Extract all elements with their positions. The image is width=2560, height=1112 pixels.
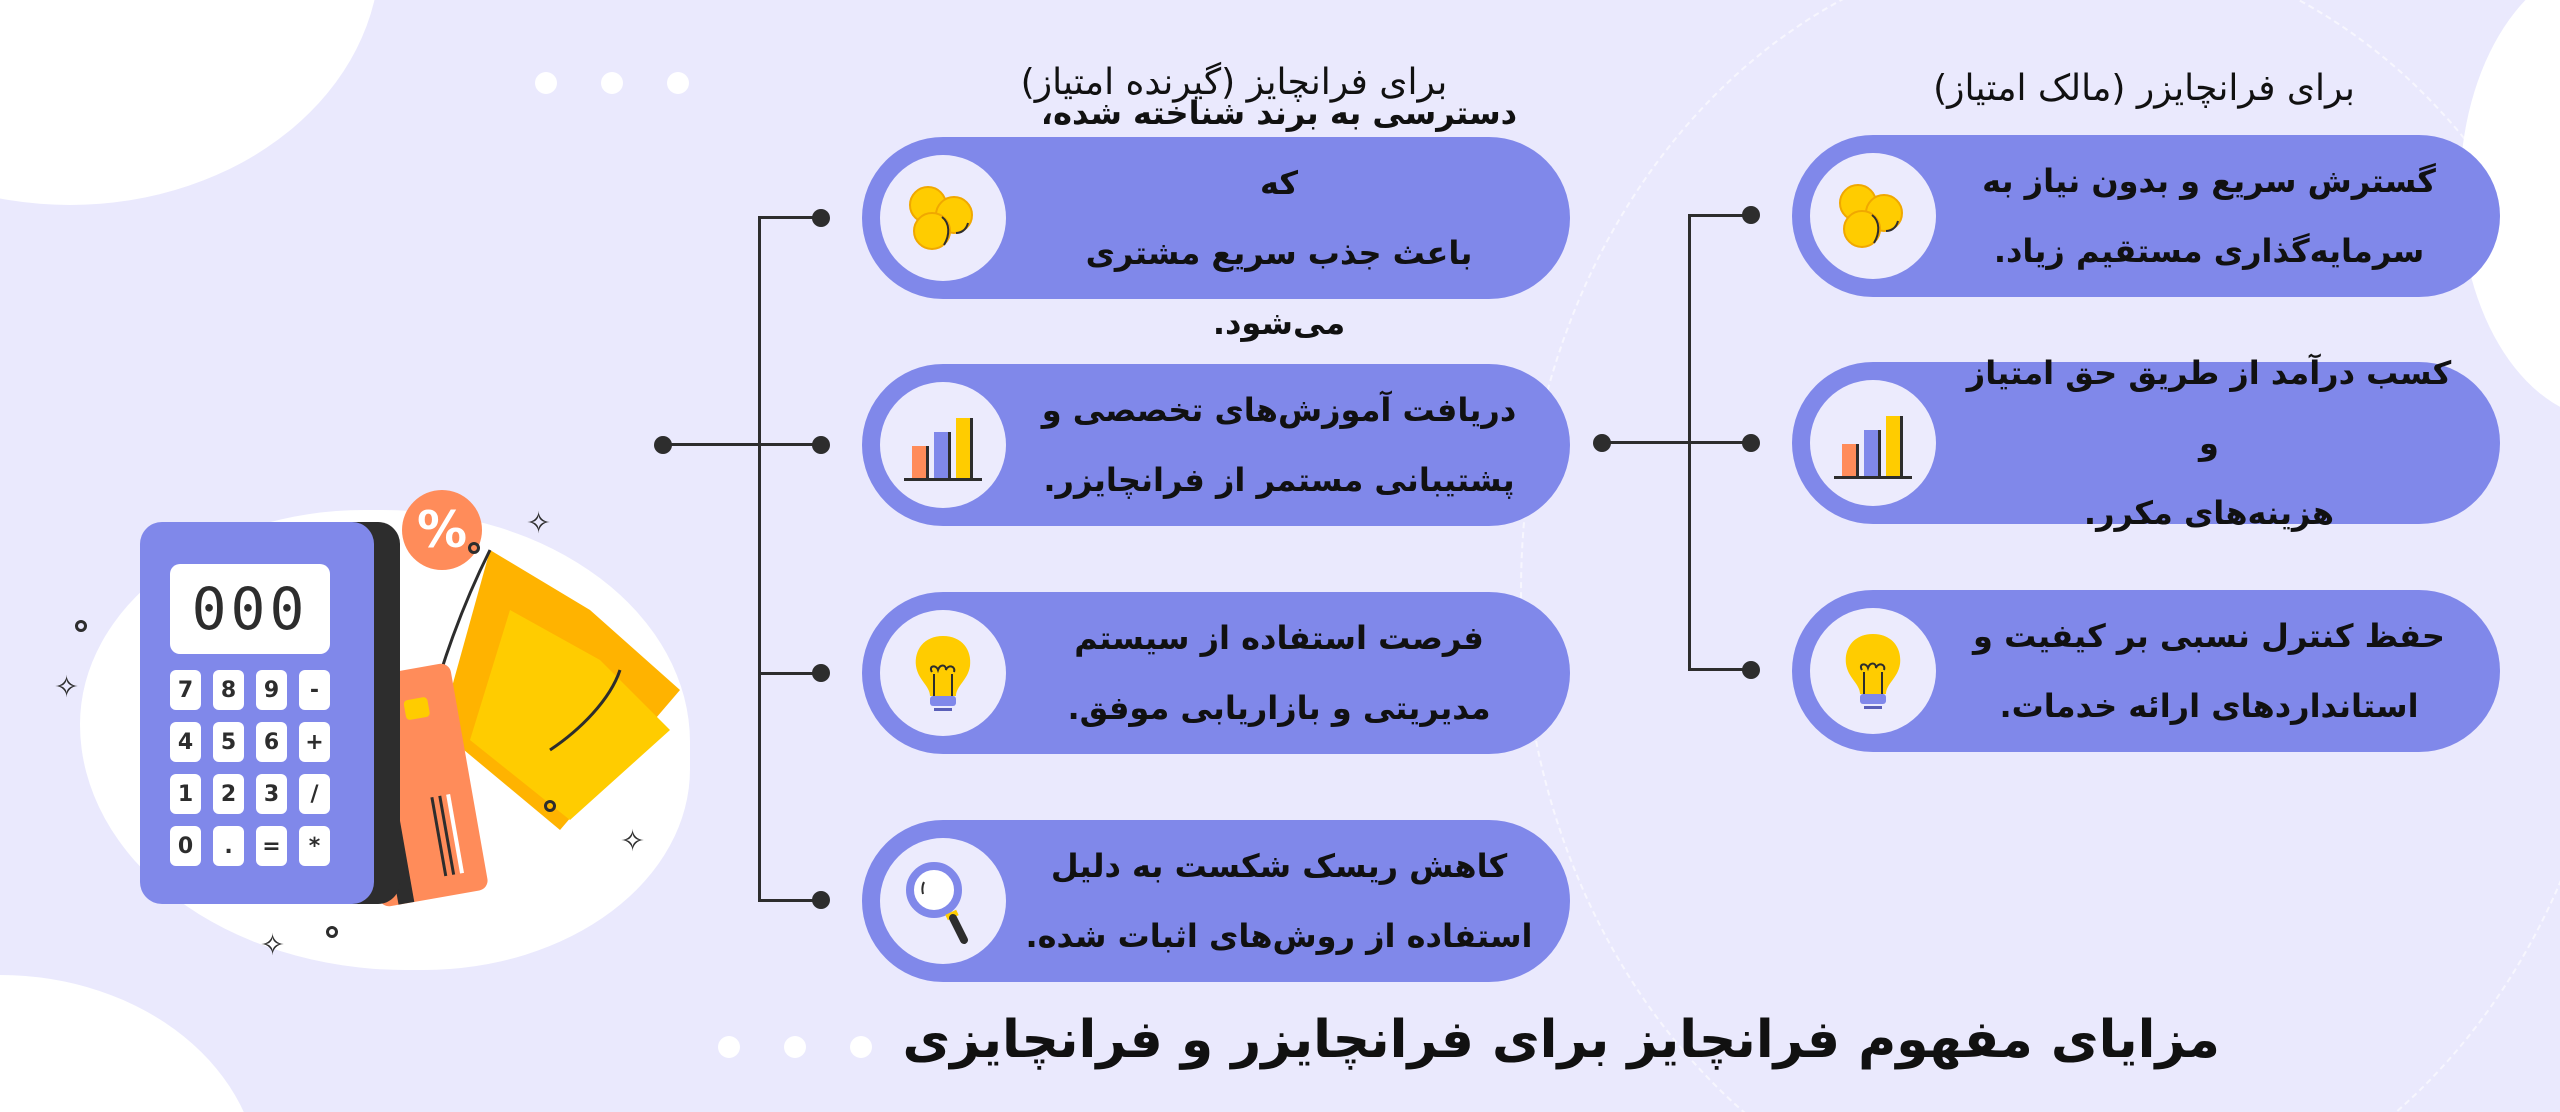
franchisee-connector-spine [758, 216, 761, 902]
calculator-keypad: 7 8 9 - 4 5 6 + 1 2 3 / 0 . = * [170, 670, 330, 866]
connector-node [1593, 434, 1611, 452]
franchisee-connector-branch [758, 899, 822, 902]
calculator-key: . [213, 826, 244, 866]
calculator-key: 5 [213, 722, 244, 762]
sparkle-icon: ✧ [526, 506, 552, 541]
franchisor-connector-branch [1688, 214, 1752, 217]
background-blob-bottom-left [0, 975, 260, 1112]
connector-node [812, 209, 830, 227]
franchisee-benefit-card: دسترسی به برند شناخته شده، که باعث جذب س… [862, 94, 1570, 342]
icon-circle [880, 382, 1006, 508]
calculator-key: 3 [256, 774, 287, 814]
lightbulb-icon [915, 636, 971, 711]
connector-node [1742, 434, 1760, 452]
connector-node [812, 664, 830, 682]
benefit-text: دریافت آموزش‌های تخصصی و پشتیبانی مستمر … [1041, 391, 1517, 499]
franchisor-connector-stem [1602, 441, 1752, 444]
icon-circle [880, 610, 1006, 736]
coins-icon [909, 186, 973, 250]
calculator-key: 4 [170, 722, 201, 762]
benefit-text: دسترسی به برند شناخته شده، که باعث جذب س… [1040, 94, 1518, 342]
calculator-display: 000 [170, 564, 330, 654]
ring-icon [75, 620, 87, 632]
calculator-key: 0 [170, 826, 201, 866]
sparkle-icon: ✧ [620, 824, 646, 859]
franchisee-benefit-card: دریافت آموزش‌های تخصصی و پشتیبانی مستمر … [862, 364, 1570, 526]
ring-icon [326, 926, 338, 938]
franchisee-heading: برای فرانچایز (گیرنده امتیاز) [1020, 62, 1448, 103]
calculator-key: = [256, 826, 287, 866]
ring-icon [544, 800, 556, 812]
lightbulb-icon [1845, 634, 1901, 709]
benefit-text: گسترش سریع و بدون نیاز به سرمایه‌گذاری م… [1982, 162, 2436, 270]
icon-circle [880, 838, 1006, 964]
sparkle-icon: ✧ [260, 928, 286, 963]
benefit-text: کاهش ریسک شکست به دلیل استفاده از روش‌ها… [1025, 847, 1533, 955]
benefit-text: حفظ کنترل نسبی بر کیفیت و استانداردهای ا… [1973, 617, 2445, 725]
calculator-key: / [299, 774, 330, 814]
icon-circle [1810, 380, 1936, 506]
calculator-key: 2 [213, 774, 244, 814]
icon-circle [880, 155, 1006, 281]
franchisee-connector-branch [758, 216, 822, 219]
benefit-text: کسب درآمد از طریق حق امتیاز و هزینه‌های … [1966, 354, 2452, 532]
franchisee-connector-branch [758, 672, 822, 675]
connector-node [812, 891, 830, 909]
background-blob-top-left [0, 0, 380, 205]
calculator-key: 1 [170, 774, 201, 814]
calculator-key: 7 [170, 670, 201, 710]
calculator-key: 9 [256, 670, 287, 710]
calculator-key: 6 [256, 722, 287, 762]
icon-circle [1810, 153, 1936, 279]
dots-decoration-bottom [718, 1036, 872, 1058]
calculator-key: * [299, 826, 330, 866]
icon-circle [1810, 608, 1936, 734]
franchisor-benefit-card: حفظ کنترل نسبی بر کیفیت و استانداردهای ا… [1792, 590, 2500, 752]
franchisee-benefit-card: فرصت استفاده از سیستم مدیریتی و بازاریاب… [862, 592, 1570, 754]
coins-icon [1839, 184, 1903, 248]
franchisee-benefit-card: کاهش ریسک شکست به دلیل استفاده از روش‌ها… [862, 820, 1570, 982]
dots-decoration-top [535, 72, 689, 94]
dashed-arc-decoration [1520, 0, 2560, 1112]
calculator-illustration: 000 7 8 9 - 4 5 6 + 1 2 3 / 0 . = * % ✧ … [54, 470, 720, 990]
bar-chart-icon [904, 418, 982, 481]
connector-node [1742, 206, 1760, 224]
bar-chart-icon [1834, 416, 1912, 479]
connector-node [812, 436, 830, 454]
percent-badge-icon: % [402, 490, 482, 570]
franchisee-connector-stem [662, 443, 822, 446]
calculator-key: + [299, 722, 330, 762]
calculator-key: - [299, 670, 330, 710]
page-title: مزایای مفهوم فرانچایز برای فرانچایزر و ف… [902, 1010, 2221, 1070]
ring-icon [468, 542, 480, 554]
franchisor-connector-branch [1688, 668, 1752, 671]
franchisor-benefit-card: کسب درآمد از طریق حق امتیاز و هزینه‌های … [1792, 354, 2500, 532]
calculator-key: 8 [213, 670, 244, 710]
connector-node [1742, 661, 1760, 679]
sparkle-icon: ✧ [54, 670, 80, 705]
banknotes-icon [430, 549, 680, 830]
calculator: 000 7 8 9 - 4 5 6 + 1 2 3 / 0 . = * [140, 522, 374, 904]
magnifier-icon [906, 862, 968, 944]
benefit-text: فرصت استفاده از سیستم مدیریتی و بازاریاب… [1067, 619, 1491, 727]
connector-node [654, 436, 672, 454]
franchisor-benefit-card: گسترش سریع و بدون نیاز به سرمایه‌گذاری م… [1792, 135, 2500, 297]
franchisor-heading: برای فرانچایزر (مالک امتیاز) [1933, 68, 2355, 109]
